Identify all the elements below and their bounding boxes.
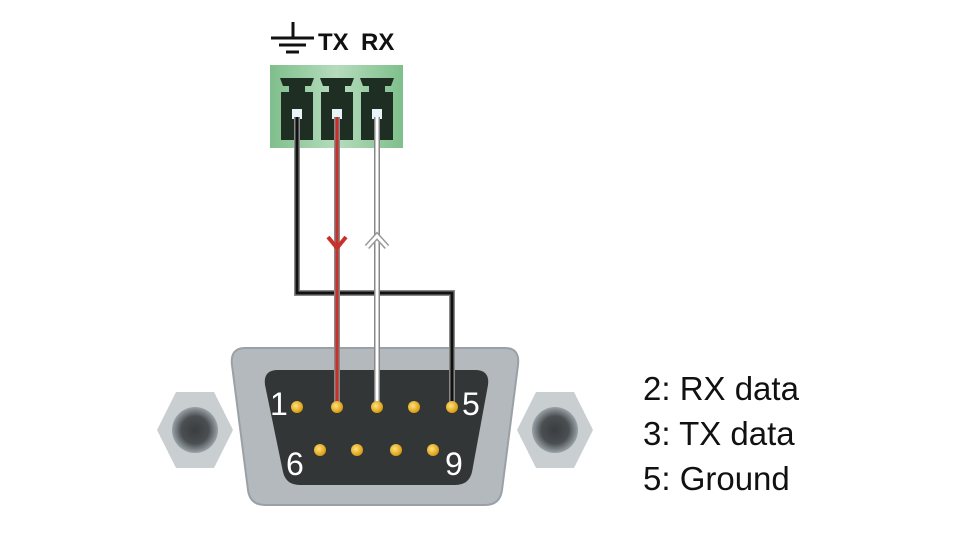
left-hex-nut xyxy=(157,392,233,468)
terminal-block xyxy=(270,65,403,148)
pin-5 xyxy=(446,401,458,413)
rx-label: RX xyxy=(361,29,394,56)
pin-8 xyxy=(390,444,402,456)
pins xyxy=(291,401,458,456)
pin-label-6: 6 xyxy=(286,446,304,482)
pin-1 xyxy=(291,401,303,413)
pin-9 xyxy=(427,444,439,456)
pin-7 xyxy=(351,444,363,456)
pin-label-5: 5 xyxy=(462,386,480,422)
pin-legend: 2: RX data 3: TX data 5: Ground xyxy=(643,366,799,501)
pin-2 xyxy=(331,401,343,413)
pin-6 xyxy=(314,444,326,456)
pin-4 xyxy=(408,401,420,413)
legend-item-ground: 5: Ground xyxy=(643,460,790,497)
db9-connector xyxy=(230,347,520,506)
pin-3 xyxy=(371,401,383,413)
arrow-down-icon xyxy=(326,235,348,252)
ground-icon xyxy=(271,22,314,54)
rx-wire xyxy=(364,117,390,404)
legend-item-rx: 2: RX data xyxy=(643,370,799,407)
pin-label-9: 9 xyxy=(445,446,463,482)
tx-wire xyxy=(326,117,348,404)
tx-label: TX xyxy=(318,29,349,56)
legend-item-tx: 3: TX data xyxy=(643,415,795,452)
pin-label-1: 1 xyxy=(270,386,288,422)
right-hex-nut xyxy=(517,392,593,468)
